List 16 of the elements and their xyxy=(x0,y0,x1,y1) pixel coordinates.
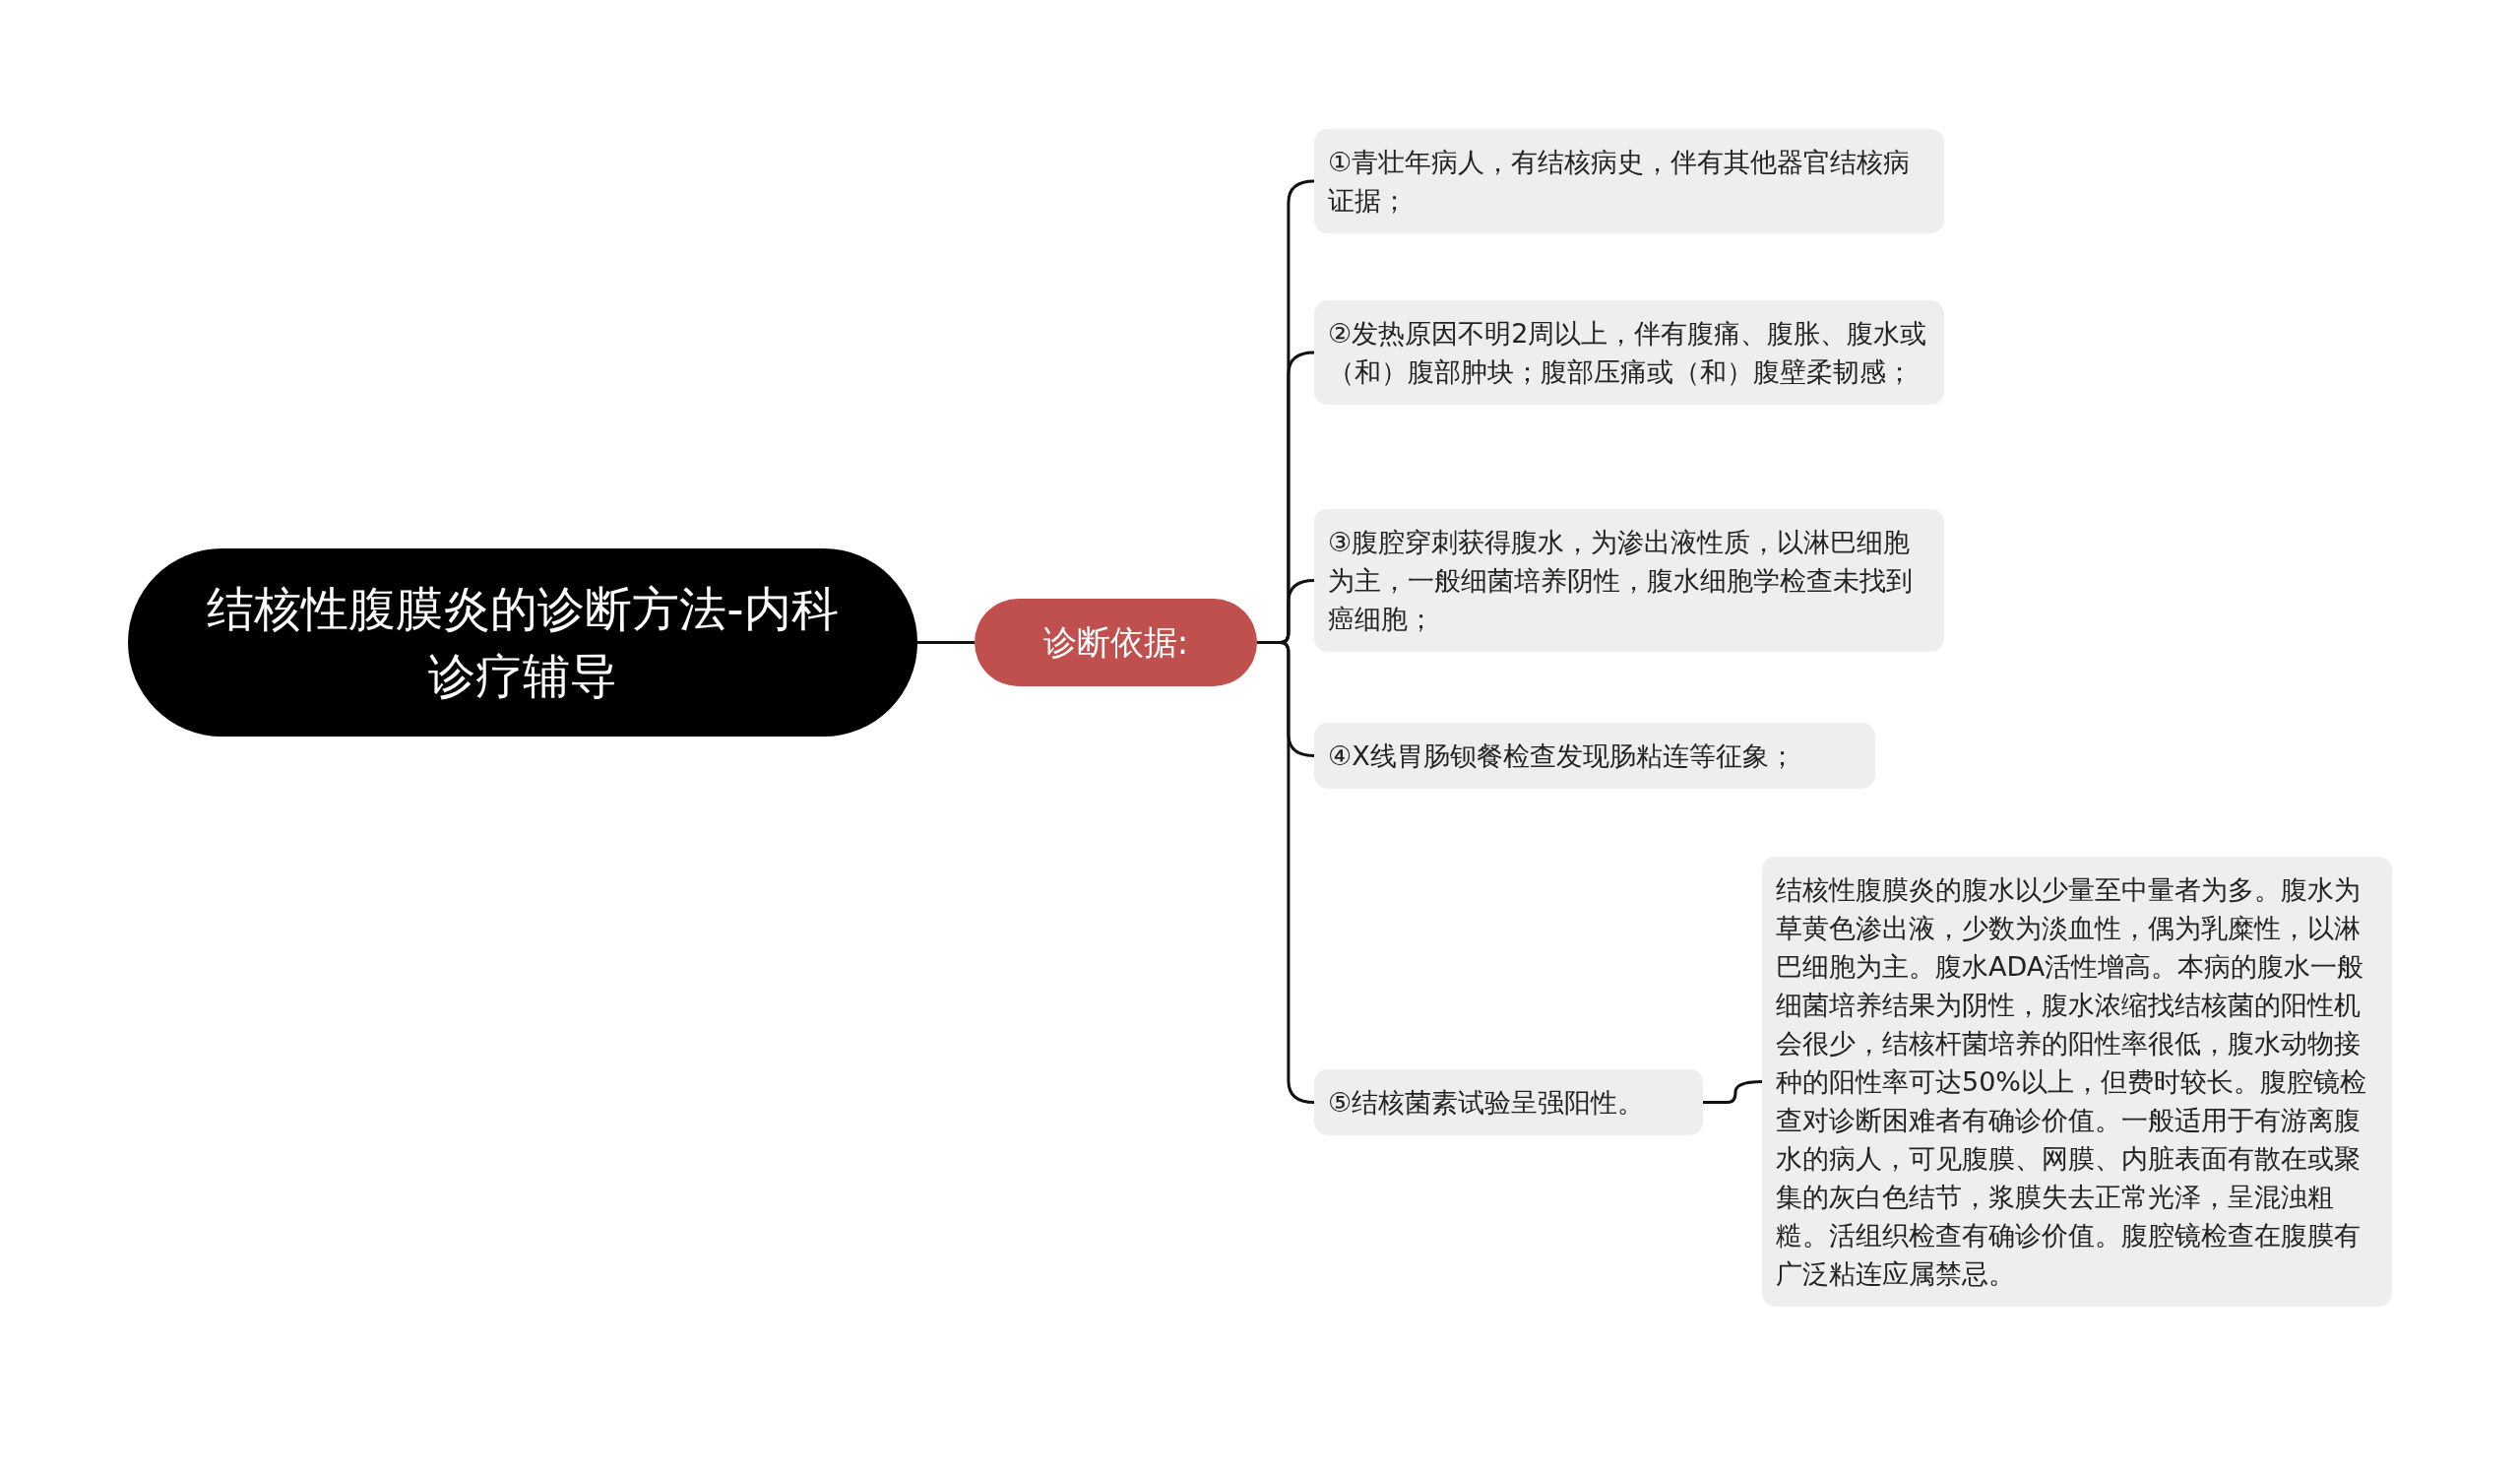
subtopic-box xyxy=(1314,1069,1703,1135)
subtopic-box xyxy=(1314,129,1944,233)
topic-text: ②发热原因不明2周以上，伴有腹痛、腹胀、腹水或（和）腹部肿块；腹部压痛或（和）腹壁柔韧感； xyxy=(1328,318,1927,387)
topic-text: ⑤结核菌素试验呈强阳性。 xyxy=(1328,1087,1645,1118)
topic-text: ③腹腔穿刺获得腹水，为渗出液性质，以淋巴细胞为主，一般细菌培养阴性，腹水细胞学检查未找到癌细胞； xyxy=(1328,527,1913,634)
topic-text: ④X线胃肠钡餐检查发现肠粘连等征象； xyxy=(1328,740,1796,771)
subtopic-box xyxy=(1314,300,1944,405)
topic-text: 诊断依据: xyxy=(1042,620,1189,664)
subtopic-box xyxy=(1314,723,1875,789)
subtopic-box xyxy=(1314,509,1944,652)
connector-line xyxy=(1257,641,1315,1104)
topic-text: 结核性腹膜炎的诊断方法-内科诊疗辅导 xyxy=(207,580,839,705)
topic-text: 结核性腹膜炎的腹水以少量至中量者为多。腹水为草黄色渗出液，少数为淡血性，偶为乳糜性，以淋巴细胞为主。腹水ADA活性增高。本病的腹水一般细菌培养结果为阴性，腹水浓缩找结核菌的阳性机会很少，结核杆菌培养的阳性率很低，腹水动物接种的阳性率可达50%以上，但费时较长。腹腔镜检查对诊断困难者有确诊价值。一般适用于有游离腹水的病人，可见腹膜、网膜、内脏表面有散在或聚集的灰白色结节，浆膜失去正常光泽，呈混浊粗糙。活组织检查有确诊价值。腹腔镜检查在腹膜有广泛粘连应属禁忌。 xyxy=(1776,874,2366,1289)
connector-line xyxy=(1703,1080,1763,1104)
connector-line xyxy=(917,641,975,644)
topic-text: ①青壮年病人，有结核病史，伴有其他器官结核病证据； xyxy=(1328,147,1911,216)
